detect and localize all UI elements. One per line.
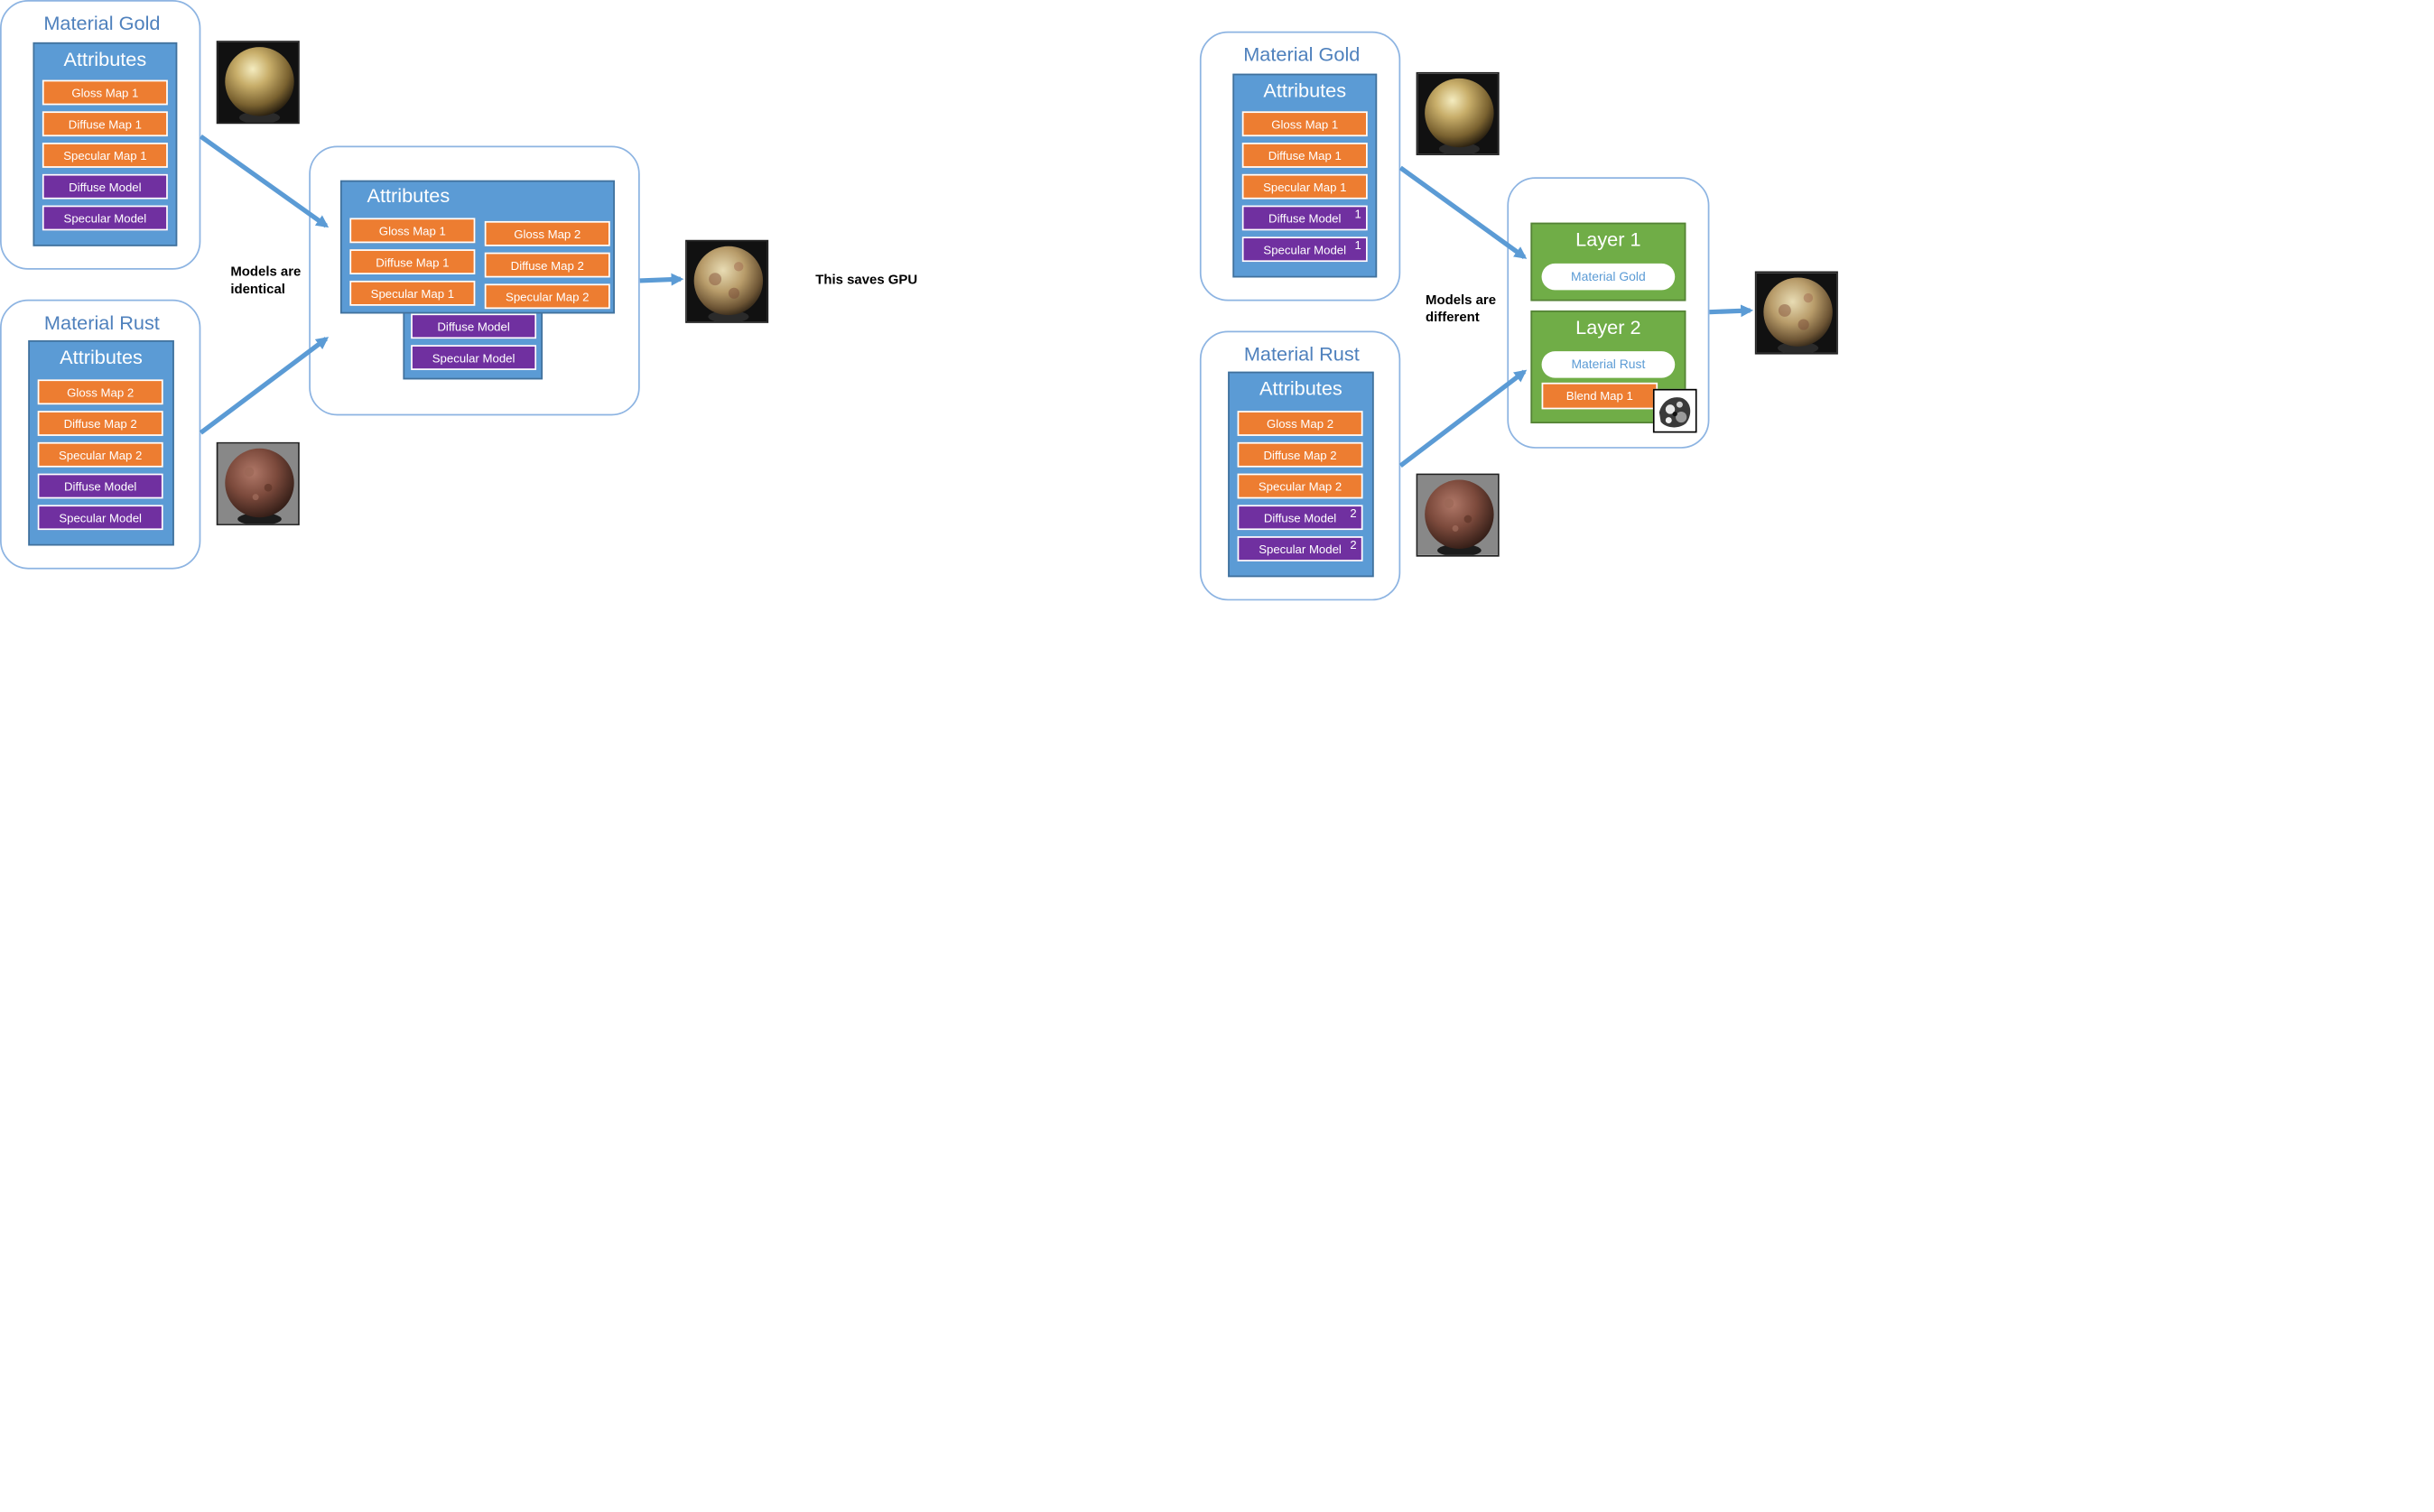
left-gold-chip-diffuse-map: Diffuse Map 1: [42, 111, 168, 137]
left-rust-chip-specular-map: Specular Map 2: [37, 441, 163, 468]
gold-sphere-icon: [1416, 71, 1500, 155]
gold-sphere-icon: [216, 41, 300, 125]
left-rust-attributes-panel: Attributes Gloss Map 2 Diffuse Map 2 Spe…: [28, 339, 174, 546]
left-gold-title: Material Gold: [43, 12, 161, 35]
left-merged-chip-specular-model: Specular Model: [411, 345, 537, 370]
left-merged-chip-diffuse-model: Diffuse Model: [411, 313, 537, 339]
right-gold-chip-specular-map: Specular Map 1: [1241, 173, 1368, 199]
left-arrow-merged-to-sphere: [639, 273, 684, 286]
right-rust-chip-specular-map: Specular Map 2: [1237, 473, 1363, 499]
left-merged-chip-diffuse-map-1: Diffuse Map 1: [349, 249, 476, 274]
left-merged-chip-specular-map-1: Specular Map 1: [349, 280, 476, 306]
left-merged-chip-specular-map-2: Specular Map 2: [484, 283, 610, 310]
left-rust-chip-diffuse-map: Diffuse Map 2: [37, 411, 163, 436]
left-note-models-identical: Models are identical: [230, 263, 302, 296]
right-rust-attributes-title: Attributes: [1259, 377, 1342, 400]
right-gold-specular-model-label: Specular Model: [1263, 242, 1347, 257]
layer-2-blend-map-chip: Blend Map 1: [1541, 382, 1658, 410]
layer-2-material-pill: Material Rust: [1541, 351, 1676, 378]
right-rust-chip-diffuse-map: Diffuse Map 2: [1237, 441, 1363, 468]
right-gold-chip-specular-model: Specular Model 1: [1241, 237, 1368, 263]
layer-2-title: Layer 2: [1575, 316, 1641, 339]
left-gold-attributes-title: Attributes: [63, 48, 147, 71]
right-rust-specular-model-badge: 2: [1350, 537, 1357, 552]
left-rust-chip-gloss-map: Gloss Map 2: [37, 379, 163, 405]
left-merged-models-panel: Diffuse Model Specular Model: [403, 307, 543, 380]
right-rust-title: Material Rust: [1243, 343, 1360, 366]
right-arrow-rust-to-layer-2: [1398, 369, 1528, 468]
left-merged-attributes-panel: Attributes Gloss Map 1 Diffuse Map 1 Spe…: [339, 180, 615, 314]
right-rust-chip-gloss-map: Gloss Map 2: [1237, 411, 1363, 436]
left-rust-frame: Material Rust Attributes Gloss Map 2 Dif…: [0, 299, 201, 570]
left-merged-chip-diffuse-map-2: Diffuse Map 2: [484, 252, 610, 278]
left-gold-chip-specular-model: Specular Model: [42, 205, 168, 231]
right-rust-attributes-panel: Attributes Gloss Map 2 Diffuse Map 2 Spe…: [1228, 371, 1374, 578]
left-rust-title: Material Rust: [43, 311, 160, 335]
right-rust-diffuse-model-badge: 2: [1350, 506, 1357, 521]
blended-sphere-icon: [685, 239, 769, 323]
blend-mask-icon: [1652, 388, 1697, 433]
layer-1-material-pill: Material Gold: [1541, 263, 1676, 291]
layer-1-panel: Layer 1 Material Gold: [1530, 222, 1686, 301]
left-gold-chip-specular-map: Specular Map 1: [42, 143, 168, 168]
right-note-models-different: Models are different: [1426, 292, 1497, 324]
right-gold-frame: Material Gold Attributes Gloss Map 1 Dif…: [1199, 31, 1401, 301]
blended-sphere-icon: [1754, 271, 1838, 355]
left-arrow-gold-to-merged: [199, 135, 330, 228]
right-rust-frame: Material Rust Attributes Gloss Map 2 Dif…: [1199, 330, 1401, 601]
right-gold-chip-diffuse-map: Diffuse Map 1: [1241, 143, 1368, 168]
left-gold-frame: Material Gold Attributes Gloss Map 1 Dif…: [0, 0, 201, 270]
rust-sphere-icon: [216, 441, 300, 525]
left-merged-attributes-title: Attributes: [367, 184, 451, 208]
left-note-saves-gpu: This saves GPU: [815, 271, 918, 287]
left-gold-chip-gloss-map: Gloss Map 1: [42, 79, 168, 106]
right-rust-chip-specular-model: Specular Model 2: [1237, 536, 1363, 561]
right-gold-attributes-panel: Attributes Gloss Map 1 Diffuse Map 1 Spe…: [1232, 73, 1378, 278]
right-gold-diffuse-model-label: Diffuse Model: [1268, 210, 1342, 226]
left-merged-chip-gloss-map-2: Gloss Map 2: [484, 220, 610, 246]
right-arrow-gold-to-layer-1: [1398, 165, 1528, 259]
left-gold-chip-diffuse-model: Diffuse Model: [42, 173, 168, 199]
rust-sphere-icon: [1416, 473, 1500, 557]
left-rust-chip-diffuse-model: Diffuse Model: [37, 473, 163, 499]
right-rust-diffuse-model-label: Diffuse Model: [1263, 510, 1337, 525]
right-gold-diffuse-model-badge: 1: [1354, 207, 1361, 221]
right-arrow-layers-to-sphere: [1709, 304, 1754, 318]
left-merged-chip-gloss-map-1: Gloss Map 1: [349, 218, 476, 244]
left-rust-attributes-title: Attributes: [60, 346, 143, 369]
left-rust-chip-specular-model: Specular Model: [37, 505, 163, 531]
right-gold-title: Material Gold: [1243, 43, 1361, 66]
left-gold-attributes-panel: Attributes Gloss Map 1 Diffuse Map 1 Spe…: [33, 42, 178, 246]
layer-2-panel: Layer 2 Material Rust Blend Map 1: [1530, 310, 1686, 424]
right-rust-chip-diffuse-model: Diffuse Model 2: [1237, 505, 1363, 531]
layer-1-title: Layer 1: [1575, 228, 1641, 251]
right-gold-specular-model-badge: 1: [1354, 238, 1361, 253]
right-gold-chip-diffuse-model: Diffuse Model 1: [1241, 205, 1368, 231]
right-gold-chip-gloss-map: Gloss Map 1: [1241, 111, 1368, 137]
right-rust-specular-model-label: Specular Model: [1259, 542, 1342, 556]
right-gold-attributes-title: Attributes: [1263, 79, 1347, 102]
left-arrow-rust-to-merged: [199, 337, 330, 435]
